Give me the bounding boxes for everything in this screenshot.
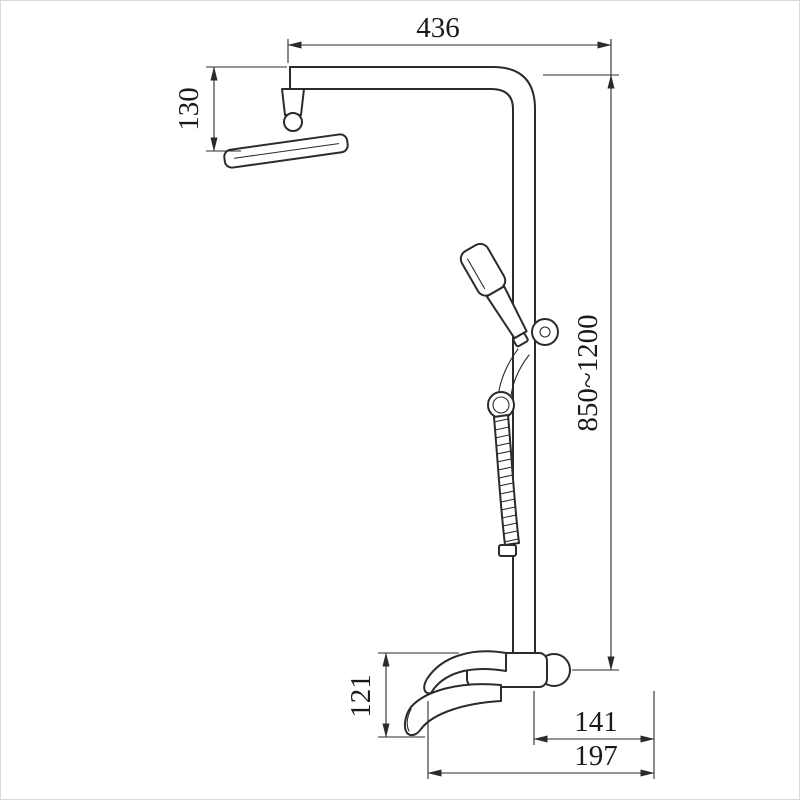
pipe-inner-line [289, 88, 514, 654]
spout-mouth-line [406, 708, 412, 732]
dimension-label-top-width: 436 [416, 12, 460, 44]
head-connector-stem [281, 88, 305, 116]
head-face-line [233, 143, 340, 159]
dimension-label-spout-to-wall: 197 [574, 740, 618, 772]
dimension-label-body-to-wall: 141 [574, 706, 618, 738]
riser-pipe [289, 66, 536, 654]
dimension-spout-height: 121 [345, 652, 459, 738]
dimension-body-to-wall: 141 [533, 691, 655, 779]
hose-nut [512, 332, 529, 348]
pipe-outer-line [289, 66, 536, 654]
mixer-spout [403, 683, 502, 737]
hose-ring-outer [487, 391, 515, 419]
slider-bracket [531, 318, 559, 346]
hose-end-fitting [498, 544, 517, 557]
hand-shower-handle [485, 285, 528, 340]
dimension-label-column-height: 850~1200 [572, 314, 604, 431]
hose-ring-inner [492, 396, 510, 414]
dimension-top-width: 436 [287, 12, 612, 75]
dimension-label-head-height: 130 [173, 87, 205, 131]
hose-upper-right-line [510, 354, 530, 398]
mixer-lever-handle [423, 650, 507, 695]
shower-column-figure [223, 66, 571, 737]
hand-shower [459, 242, 529, 348]
ball-joint [283, 112, 303, 132]
hose-flex-body [493, 414, 520, 546]
hose-corrugation-hatching [493, 418, 519, 543]
dimension-label-spout-height: 121 [345, 674, 377, 718]
dimension-column-height: 850~1200 [543, 74, 619, 671]
bracket-knob-center [539, 326, 551, 338]
rain-shower-head [223, 133, 349, 169]
shower-hose [487, 348, 530, 557]
dimension-spout-to-wall: 197 [427, 701, 655, 779]
hand-shower-face-line [467, 258, 486, 290]
dimension-head-height: 130 [173, 66, 287, 152]
rain-head-assembly [223, 88, 349, 169]
mixer-assembly [403, 650, 571, 737]
